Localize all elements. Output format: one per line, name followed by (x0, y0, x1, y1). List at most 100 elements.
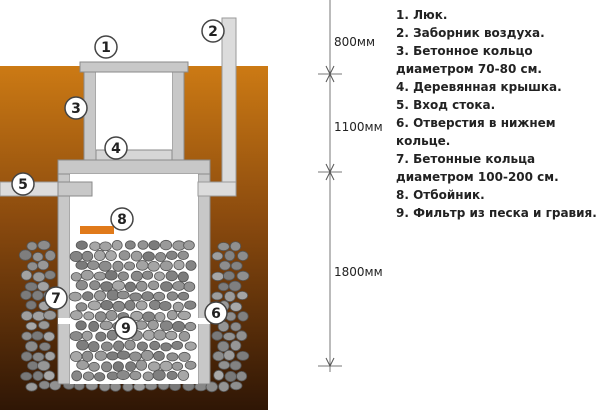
gravel-stone (69, 331, 83, 342)
gravel-stone (213, 369, 225, 381)
gravel-stone (32, 352, 45, 362)
gravel-stone (222, 332, 236, 341)
gravel-stone (71, 370, 83, 382)
gravel-stone (124, 299, 136, 311)
gravel-stone (147, 260, 160, 272)
large-ring-right-wall (197, 173, 211, 385)
gravel-stone (26, 241, 38, 251)
gravel-stone (27, 361, 39, 371)
gravel-stone (44, 351, 56, 362)
gravel-stone (87, 300, 102, 311)
gravel-stone (88, 361, 100, 372)
hatch-cover (79, 61, 189, 73)
gravel-stone (148, 280, 160, 291)
gravel-stone (75, 240, 88, 250)
gravel-stone (112, 300, 126, 312)
gravel-stone (116, 370, 130, 381)
callout-4: 4 (104, 136, 128, 160)
gravel-stone (81, 350, 94, 362)
gravel-stone (159, 239, 173, 251)
callout-7: 7 (44, 286, 68, 310)
gravel-stone (99, 241, 112, 252)
gravel-stone (136, 341, 148, 351)
gravel-stone (236, 371, 248, 382)
gravel-stone (116, 290, 130, 300)
gravel-stone (81, 330, 93, 341)
gravel-stone (76, 360, 89, 370)
gravel-stone (184, 341, 197, 351)
svg-text:2: 2 (208, 24, 218, 40)
gravel-stone (75, 280, 88, 291)
gravel-stone (38, 380, 51, 390)
gravel-stone (183, 240, 195, 251)
gravel-stone (88, 320, 100, 332)
gravel-stone (37, 259, 50, 271)
gravel-stone (177, 250, 189, 261)
gravel-stone (149, 340, 161, 351)
gravel-stone (166, 370, 178, 380)
gravel-stone (32, 271, 46, 283)
gravel-stone (21, 331, 33, 341)
svg-text:3: 3 (71, 101, 81, 117)
deflector (80, 226, 114, 234)
gravel-stone (153, 329, 167, 341)
legend-item: 5. Вход стока. (396, 98, 496, 112)
gravel-stone (237, 250, 249, 261)
gravel-stone (32, 310, 46, 322)
gravel-stone (124, 240, 136, 250)
gravel-stone (94, 350, 108, 361)
gravel-stone (70, 272, 82, 282)
gravel-stone (25, 382, 38, 392)
gravel-stone (37, 360, 51, 372)
gravel-stone (153, 291, 166, 302)
legend-item: 4. Деревянная крышка. (396, 80, 562, 94)
gravel-stone (18, 249, 32, 261)
gravel-stone (20, 269, 33, 281)
gravel-stone (230, 340, 242, 352)
dimension-line (318, 0, 342, 372)
ring-joint-right (198, 318, 210, 324)
gravel-stone (166, 250, 178, 261)
gravel-stone (99, 320, 113, 331)
gravel-stone (105, 250, 117, 262)
gravel-stone (142, 371, 154, 382)
gravel-stone (75, 320, 87, 331)
gravel-stone (82, 371, 95, 381)
gravel-stone (98, 260, 112, 272)
gravel-stone (81, 250, 94, 262)
gravel-stone (95, 331, 107, 342)
gravel-stone (229, 360, 242, 371)
gravel-stone (101, 341, 113, 352)
svg-text:4: 4 (111, 141, 121, 157)
gravel-stone (178, 330, 191, 342)
svg-text:8: 8 (117, 212, 127, 228)
gravel-stone (177, 291, 190, 301)
gravel-stone (222, 270, 236, 281)
gravel-stone (147, 319, 159, 331)
gravel-stone (229, 301, 243, 312)
gravel-stone (94, 311, 107, 322)
gravel-stone (76, 339, 89, 351)
gravel-stone (177, 310, 191, 321)
gravel-stone (173, 259, 185, 271)
gravel-stone (155, 251, 167, 262)
gravel-stone (26, 261, 39, 272)
gravel-stone (38, 320, 50, 330)
gravel-stone (172, 301, 184, 313)
gravel-stone (148, 240, 160, 251)
gravel-stone (106, 351, 119, 361)
upper-ring-right-wall (171, 65, 185, 165)
gravel-stone (88, 341, 100, 353)
gravel-stone (137, 240, 149, 250)
gravel-stone (141, 291, 154, 302)
gravel-stone (68, 291, 82, 302)
ring-joint-left (58, 318, 70, 324)
gravel-stone (31, 290, 44, 301)
gravel-stone (75, 260, 88, 270)
gravel-stone (211, 330, 223, 341)
dimension-label-1800: 1800мм (334, 265, 383, 279)
air-intake-pipe-elbow (197, 181, 237, 197)
gravel-stone (159, 320, 173, 332)
gravel-stone (159, 300, 172, 311)
